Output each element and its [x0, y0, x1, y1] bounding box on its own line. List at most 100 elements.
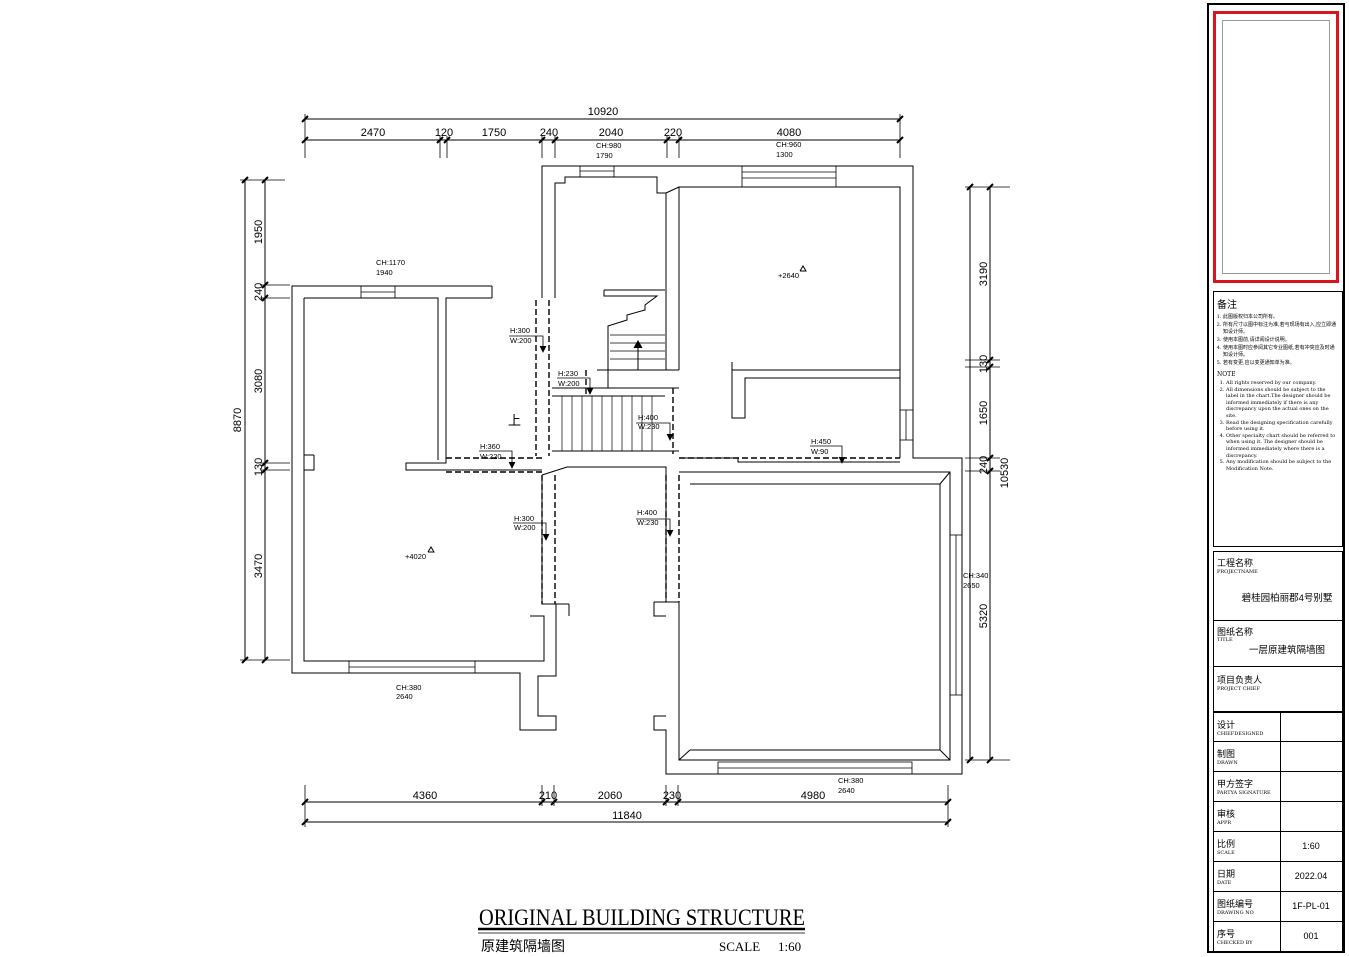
dim-top-seg: 2470	[361, 127, 385, 139]
opening-width: W:200	[514, 523, 536, 532]
floor-level: +2640	[778, 271, 799, 280]
scale-value: 1:60	[778, 939, 801, 954]
dim-top-seg: 120	[435, 127, 453, 139]
dim-bottom-seg: 4980	[801, 790, 825, 802]
title-label: 图纸名称	[1217, 628, 1254, 638]
dim-left-seg: 240	[253, 283, 265, 301]
row-label: 制图	[1217, 750, 1236, 760]
dim-bottom-total: 11840	[612, 810, 642, 822]
dim-left-seg: 1950	[253, 220, 265, 244]
row-value: 1F-PL-01	[1292, 901, 1330, 911]
chief-label: 项目负责人	[1217, 676, 1263, 686]
dim-left-seg: 3080	[253, 369, 265, 393]
dim-top-seg: 1750	[482, 127, 506, 139]
row-label-en: DRAWN	[1217, 760, 1238, 766]
note-en: All rights reserved by our company.	[1226, 380, 1339, 387]
drawing-heading-cn: 原建筑隔墙图	[481, 939, 565, 955]
opening-width: W:90	[811, 447, 828, 456]
window-ch: CH:960	[776, 140, 801, 149]
dim-top-total: 10920	[588, 106, 619, 118]
row-label: 序号	[1217, 930, 1236, 940]
note-cn: 此图版权归本公司所有。	[1223, 314, 1339, 321]
dim-bottom-seg: 4360	[413, 790, 437, 802]
opening-height: H:360	[480, 442, 500, 451]
chief-label-en: PROJECT CHIEF	[1217, 686, 1260, 692]
floor-plan-drawing: 10920 2470 120 1750 240 2040 220 4080 43…	[232, 106, 1011, 955]
note-cn: 所有尺寸以图中标注为准,若与现场有出入,应立即通知设计师。	[1223, 322, 1339, 336]
notes-panel: 备注 此图版权归本公司所有。 所有尺寸以图中标注为准,若与现场有出入,应立即通知…	[1213, 291, 1343, 547]
project-name: 碧桂园柏丽郡4号别墅	[1241, 593, 1333, 604]
note-en: Any modification should be subject to th…	[1226, 459, 1339, 472]
opening-width: W:230	[638, 422, 660, 431]
row-value: 001	[1303, 931, 1319, 941]
note-cn: 若有变更,应以变更通知单为准。	[1223, 360, 1339, 367]
note-en: All dimensions should be subject to the …	[1226, 387, 1339, 420]
note-cn: 使用本图时应参阅其它专业图纸,若有冲突应及时通知设计师。	[1223, 345, 1339, 359]
dim-top-seg: 2040	[599, 127, 623, 139]
dim-left-seg: 3470	[253, 554, 265, 578]
window-ch: CH:1170	[376, 258, 405, 267]
row-label-en: APPR	[1217, 820, 1232, 826]
row-label: 审核	[1217, 810, 1236, 820]
row-date: 日期 DATE 2022.04	[1213, 862, 1343, 892]
row-label: 日期	[1217, 870, 1236, 880]
window-width: 1940	[376, 268, 393, 277]
window-width: 1300	[776, 150, 793, 159]
row-signature: 甲方签字 PARTYA SIGNATURE	[1213, 772, 1343, 802]
opening-height: H:400	[638, 413, 658, 422]
note-cn: 使用本图前,请详阅设计说明。	[1223, 337, 1339, 344]
dim-bottom-seg: 2060	[598, 790, 622, 802]
opening-height: H:300	[514, 514, 534, 523]
row-label: 设计	[1217, 721, 1236, 731]
title-box: 图纸名称 TITLE 一层原建筑隔墙图	[1213, 621, 1343, 667]
project-label: 工程名称	[1217, 559, 1254, 569]
row-designed: 设计 CHIEFDESIGNED	[1213, 712, 1343, 742]
opening-width: W:220	[480, 452, 502, 461]
window-width: 2650	[963, 581, 980, 590]
row-label: 图纸编号	[1217, 900, 1254, 910]
row-value: 1:60	[1302, 841, 1320, 851]
row-approved: 审核 APPR	[1213, 802, 1343, 832]
opening-height: H:300	[510, 326, 530, 335]
dim-right-seg: 1650	[978, 401, 990, 425]
dim-left-total: 8870	[232, 408, 244, 432]
row-label: 比例	[1217, 840, 1236, 850]
opening-height: H:400	[637, 508, 657, 517]
opening-width: W:230	[637, 518, 659, 527]
dim-left-seg: 130	[253, 458, 265, 476]
window-ch: CH:340	[963, 571, 988, 580]
window-width: 1790	[596, 151, 613, 160]
title-block: 备注 此图版权归本公司所有。 所有尺寸以图中标注为准,若与现场有出入,应立即通知…	[1207, 3, 1345, 953]
dim-top-seg: 240	[540, 127, 558, 139]
opening-width: W:200	[510, 336, 532, 345]
note-en: Read the designing specification careful…	[1226, 420, 1339, 433]
row-drawing-no: 图纸编号 DRAWING NO 1F-PL-01	[1213, 892, 1343, 922]
note-en: Other specialty chart should be referred…	[1226, 433, 1339, 459]
scale-label: SCALE	[719, 939, 760, 954]
dim-top-seg: 220	[664, 127, 682, 139]
dim-right-seg: 240	[978, 456, 990, 474]
dim-right-seg: 5320	[978, 604, 990, 628]
dim-right-total: 10530	[999, 458, 1011, 489]
project-name-box: 工程名称 PROJECTNAME 碧桂园柏丽郡4号别墅	[1213, 551, 1343, 621]
dim-bottom-seg: 230	[663, 790, 681, 802]
opening-height: H:450	[811, 437, 831, 446]
opening-height: H:230	[558, 369, 578, 378]
row-drawn: 制图 DRAWN	[1213, 742, 1343, 772]
window-width: 2640	[838, 786, 855, 795]
row-scale: 比例 SCALE 1:60	[1213, 832, 1343, 862]
window-ch: CH:980	[596, 141, 621, 150]
row-label-en: SCALE	[1217, 850, 1235, 856]
window-ch: CH:380	[396, 683, 421, 692]
row-checked: 序号 CHECKED BY 001	[1213, 922, 1343, 952]
row-label: 甲方签字	[1217, 780, 1254, 790]
row-label-en: PARTYA SIGNATURE	[1217, 790, 1271, 796]
chief-box: 项目负责人 PROJECT CHIEF	[1213, 667, 1343, 712]
project-label-en: PROJECTNAME	[1217, 569, 1258, 575]
window-ch: CH:380	[838, 776, 863, 785]
dim-bottom-seg: 210	[539, 790, 557, 802]
row-label-en: DATE	[1217, 880, 1232, 886]
window-width: 2640	[396, 692, 413, 701]
drawing-title: 一层原建筑隔墙图	[1248, 645, 1325, 656]
row-label-en: CHECKED BY	[1217, 940, 1253, 946]
